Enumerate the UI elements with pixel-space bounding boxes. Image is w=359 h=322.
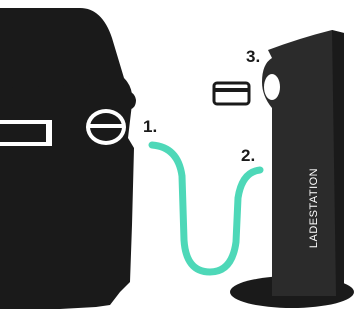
- station-label: LADESTATION: [308, 168, 320, 248]
- credit-card-icon: [214, 83, 249, 104]
- station-label-box: LADESTATION: [288, 158, 340, 258]
- step-3-label: 3.: [246, 47, 260, 67]
- car-icon: [0, 8, 136, 309]
- step-2-label: 2.: [241, 146, 255, 166]
- station-socket: [264, 74, 280, 100]
- step-1-label: 1.: [143, 117, 157, 137]
